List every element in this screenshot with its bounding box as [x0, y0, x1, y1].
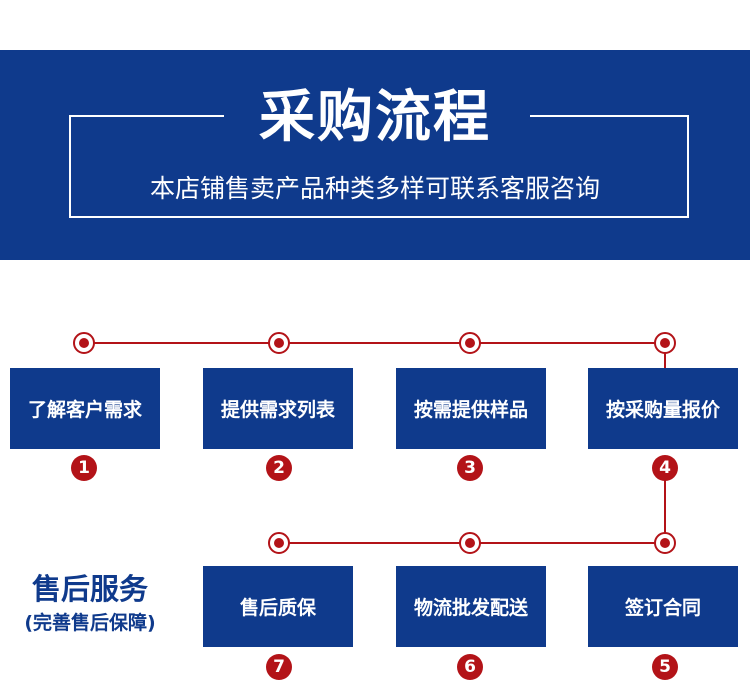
- step-box-1: 了解客户需求: [10, 368, 160, 449]
- step-label-4: 按采购量报价: [605, 399, 720, 421]
- step-label-3: 按需提供样品: [413, 399, 528, 421]
- step-label-5: 签订合同: [624, 597, 701, 619]
- step-box-2: 提供需求列表: [203, 368, 353, 449]
- page-subtitle: 本店铺售卖产品种类多样可联系客服咨询: [149, 174, 600, 203]
- step-box-7: 售后质保: [203, 566, 353, 647]
- step-number-6: 6: [457, 654, 483, 680]
- dot-step-4: [654, 332, 676, 354]
- step-number-5: 5: [652, 654, 678, 680]
- step-label-1: 了解客户需求: [27, 399, 142, 421]
- step-number-3: 3: [457, 455, 483, 481]
- step-number-4: 4: [652, 455, 678, 481]
- step-label-6: 物流批发配送: [413, 597, 528, 619]
- header-frame-top-left: [69, 115, 224, 117]
- step-number-7: 7: [266, 654, 292, 680]
- dot-step-3: [459, 332, 481, 354]
- page-title: 采购流程: [259, 85, 491, 150]
- dot-step-1: [73, 332, 95, 354]
- dot-step-2: [268, 332, 290, 354]
- step-box-5: 签订合同: [588, 566, 738, 647]
- step-number-2: 2: [266, 455, 292, 481]
- dot-step-7: [268, 532, 290, 554]
- step-label-7: 售后质保: [239, 597, 316, 619]
- aftersale-subtitle: (完善售后保障): [24, 612, 156, 634]
- header-banner: [0, 50, 750, 260]
- dot-step-5: [654, 532, 676, 554]
- step-box-4: 按采购量报价: [588, 368, 738, 449]
- header-frame: [69, 115, 689, 218]
- step-label-2: 提供需求列表: [220, 399, 335, 421]
- aftersale-title: 售后服务: [31, 572, 148, 606]
- header-frame-top-right: [530, 115, 689, 117]
- step-box-3: 按需提供样品: [396, 368, 546, 449]
- step-box-6: 物流批发配送: [396, 566, 546, 647]
- dot-step-6: [459, 532, 481, 554]
- step-number-1: 1: [71, 455, 97, 481]
